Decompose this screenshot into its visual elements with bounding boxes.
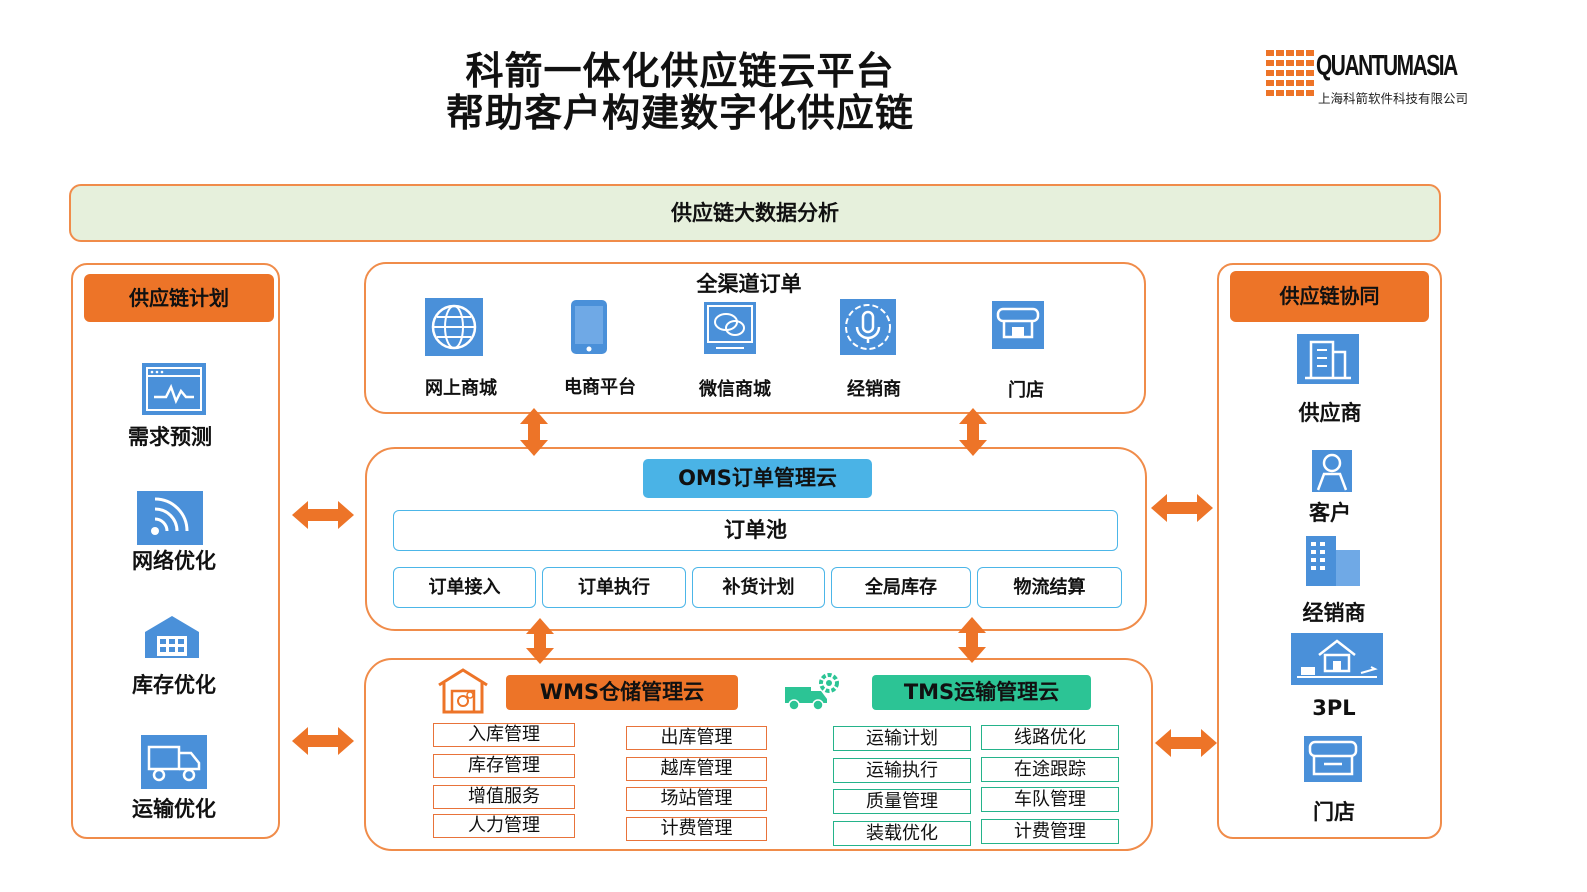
tms-function: 车队管理 — [981, 787, 1119, 812]
shop-icon — [1304, 736, 1362, 786]
wms-function: 入库管理 — [433, 723, 575, 747]
microphone-icon — [840, 299, 896, 359]
warehouse-icon — [145, 616, 199, 662]
right-item-label: 供应商 — [1298, 401, 1362, 425]
tms-function: 运输执行 — [833, 758, 971, 783]
logo-grid-icon — [1266, 50, 1314, 96]
wms-function: 场站管理 — [626, 787, 767, 811]
title-line-1: 科箭一体化供应链云平台 — [465, 49, 895, 93]
double-arrow-icon — [526, 618, 554, 664]
double-arrow-icon — [520, 408, 548, 456]
wms-function: 计费管理 — [626, 817, 767, 841]
order-pool: 订单池 — [393, 510, 1118, 551]
right-item-label: 门店 — [1313, 800, 1355, 824]
wms-function: 增值服务 — [433, 785, 575, 809]
oms-module: 物流结算 — [977, 567, 1122, 608]
office-tower-icon — [1306, 536, 1360, 590]
logo-wordmark: QUANTUMASIA — [1316, 50, 1458, 82]
oms-module: 全局库存 — [831, 567, 971, 608]
tms-function: 在途跟踪 — [981, 757, 1119, 782]
tms-function: 运输计划 — [833, 726, 971, 751]
truck-icon — [141, 735, 207, 793]
left-item-label: 运输优化 — [132, 797, 216, 821]
oms-module: 订单接入 — [393, 567, 536, 608]
signal-icon — [137, 491, 203, 549]
wms-function: 库存管理 — [433, 754, 575, 778]
planning-title: 供应链计划 — [84, 274, 274, 322]
double-arrow-icon — [292, 727, 354, 755]
phone-icon — [571, 300, 607, 358]
warehouse-gear-icon — [436, 667, 490, 719]
tms-title: TMS运输管理云 — [872, 675, 1091, 710]
double-arrow-icon — [959, 408, 987, 456]
channels-title: 全渠道订单 — [696, 272, 802, 296]
left-item-label: 库存优化 — [132, 673, 216, 697]
channel-label: 门店 — [1008, 380, 1044, 401]
chart-monitor-icon — [142, 363, 206, 419]
right-item-label: 客户 — [1309, 501, 1351, 525]
channel-label: 经销商 — [847, 379, 901, 400]
channel-label: 电商平台 — [564, 377, 636, 398]
double-arrow-icon — [958, 617, 986, 663]
globe-icon — [425, 298, 483, 360]
double-arrow-icon — [1155, 729, 1217, 757]
tms-function: 装载优化 — [833, 821, 971, 846]
big-data-label: 供应链大数据分析 — [671, 201, 839, 225]
delivery-truck-gear-icon — [785, 671, 843, 717]
logo-subtitle: 上海科箭软件科技有限公司 — [1318, 91, 1469, 106]
double-arrow-icon — [292, 501, 354, 529]
tms-function: 计费管理 — [981, 819, 1119, 844]
person-icon — [1312, 450, 1352, 496]
channel-label: 微信商城 — [699, 379, 771, 400]
building-icon — [1297, 334, 1359, 388]
right-item-label: 经销商 — [1302, 601, 1366, 625]
store-icon — [992, 301, 1044, 353]
right-item-label: 3PL — [1312, 696, 1356, 720]
channel-label: 网上商城 — [425, 378, 497, 399]
logistics-icon — [1291, 633, 1383, 689]
company-logo: QUANTUMASIA 上海科箭软件科技有限公司 — [1266, 48, 1486, 108]
wms-function: 人力管理 — [433, 814, 575, 838]
wms-title: WMS仓储管理云 — [506, 675, 738, 710]
oms-module: 订单执行 — [542, 567, 686, 608]
wechat-icon — [704, 302, 756, 358]
title-line-2: 帮助客户构建数字化供应链 — [445, 91, 914, 135]
wms-function: 越库管理 — [626, 757, 767, 781]
big-data-bar: 供应链大数据分析 — [69, 184, 1441, 242]
tms-function: 质量管理 — [833, 789, 971, 814]
double-arrow-icon — [1151, 494, 1213, 522]
oms-module: 补货计划 — [692, 567, 825, 608]
wms-function: 出库管理 — [626, 726, 767, 750]
collaboration-title: 供应链协同 — [1230, 271, 1429, 322]
tms-function: 线路优化 — [981, 725, 1119, 750]
left-item-label: 网络优化 — [132, 549, 216, 573]
left-item-label: 需求预测 — [128, 425, 212, 449]
oms-title: OMS订单管理云 — [643, 459, 872, 498]
